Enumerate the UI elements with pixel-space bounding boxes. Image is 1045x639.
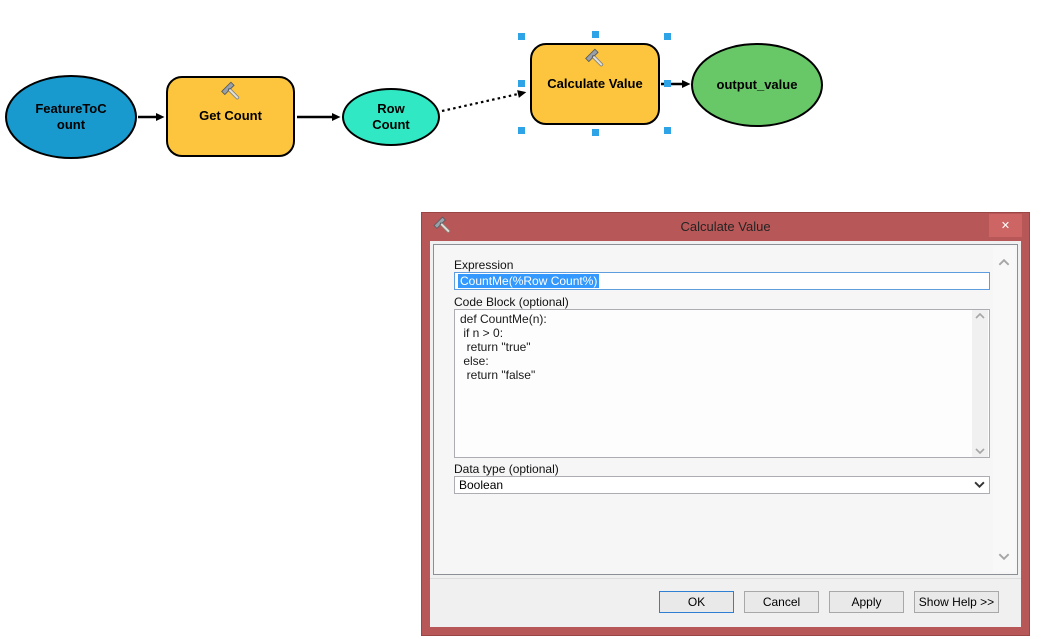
selection-handle-middle-left[interactable] [518,80,525,87]
dialog-button-strip: OK Cancel Apply Show Help >> [430,578,1021,627]
hammer-tool-icon [584,48,609,71]
scroll-down-icon[interactable] [975,448,985,454]
hammer-tool-icon [219,81,244,104]
parameters-panel: Expression CountMe(%Row Count%) Code Blo… [433,244,1018,575]
close-button[interactable]: ✕ [989,214,1022,237]
selection-handle-middle-right[interactable] [664,80,671,87]
selection-handle-bottom-right[interactable] [664,127,671,134]
model-node-input-variable[interactable]: FeatureToC ount [5,75,137,159]
selection-handle-top-left[interactable] [518,33,525,40]
cancel-button[interactable]: Cancel [744,591,819,613]
calculate-value-dialog: Calculate Value ✕ Expression CountMe(%Ro… [421,212,1030,636]
selection-handle-top-right[interactable] [664,33,671,40]
expression-label: Expression [454,258,514,272]
data-type-selected-value: Boolean [459,478,504,492]
model-node-row-count-variable[interactable]: Row Count [342,88,440,146]
model-node-get-count-tool[interactable]: Get Count [166,76,295,157]
scroll-down-icon[interactable] [998,553,1010,560]
code-block-label: Code Block (optional) [454,295,569,309]
dialog-scrollbar[interactable] [993,247,1015,572]
node-label: FeatureToC ount [35,100,107,132]
close-icon: ✕ [1000,220,1011,232]
scroll-up-icon[interactable] [998,259,1010,266]
ok-button[interactable]: OK [659,591,734,613]
node-label: output_value [716,76,798,92]
node-label: Row Count [372,100,410,132]
node-label: Calculate Value [547,75,643,91]
selection-handle-top-middle[interactable] [592,31,599,38]
dialog-title: Calculate Value [680,219,771,234]
chevron-down-icon [974,481,985,488]
node-label: Get Count [199,108,262,124]
expression-input[interactable]: CountMe(%Row Count%) [454,272,990,290]
connector-layer [138,80,691,121]
expression-selected-text: CountMe(%Row Count%) [458,274,600,288]
data-type-dropdown[interactable]: Boolean [454,476,990,494]
scroll-up-icon[interactable] [975,313,985,319]
apply-button[interactable]: Apply [829,591,904,613]
code-block-scrollbar[interactable] [972,310,988,457]
connector-rowcount-calculatevalue-dotted[interactable] [441,90,527,113]
selection-handle-bottom-left[interactable] [518,127,525,134]
dialog-client-area: Expression CountMe(%Row Count%) Code Blo… [430,241,1021,627]
dialog-title-bar[interactable]: Calculate Value ✕ [422,213,1029,241]
model-node-calculate-value-tool[interactable]: Calculate Value [530,43,660,125]
selection-handle-bottom-middle[interactable] [592,129,599,136]
data-type-label: Data type (optional) [454,462,559,476]
show-help-button[interactable]: Show Help >> [914,591,999,613]
code-block-textarea[interactable]: def CountMe(n): if n > 0: return "true" … [454,309,990,458]
model-node-output-value-variable[interactable]: output_value [691,43,823,127]
